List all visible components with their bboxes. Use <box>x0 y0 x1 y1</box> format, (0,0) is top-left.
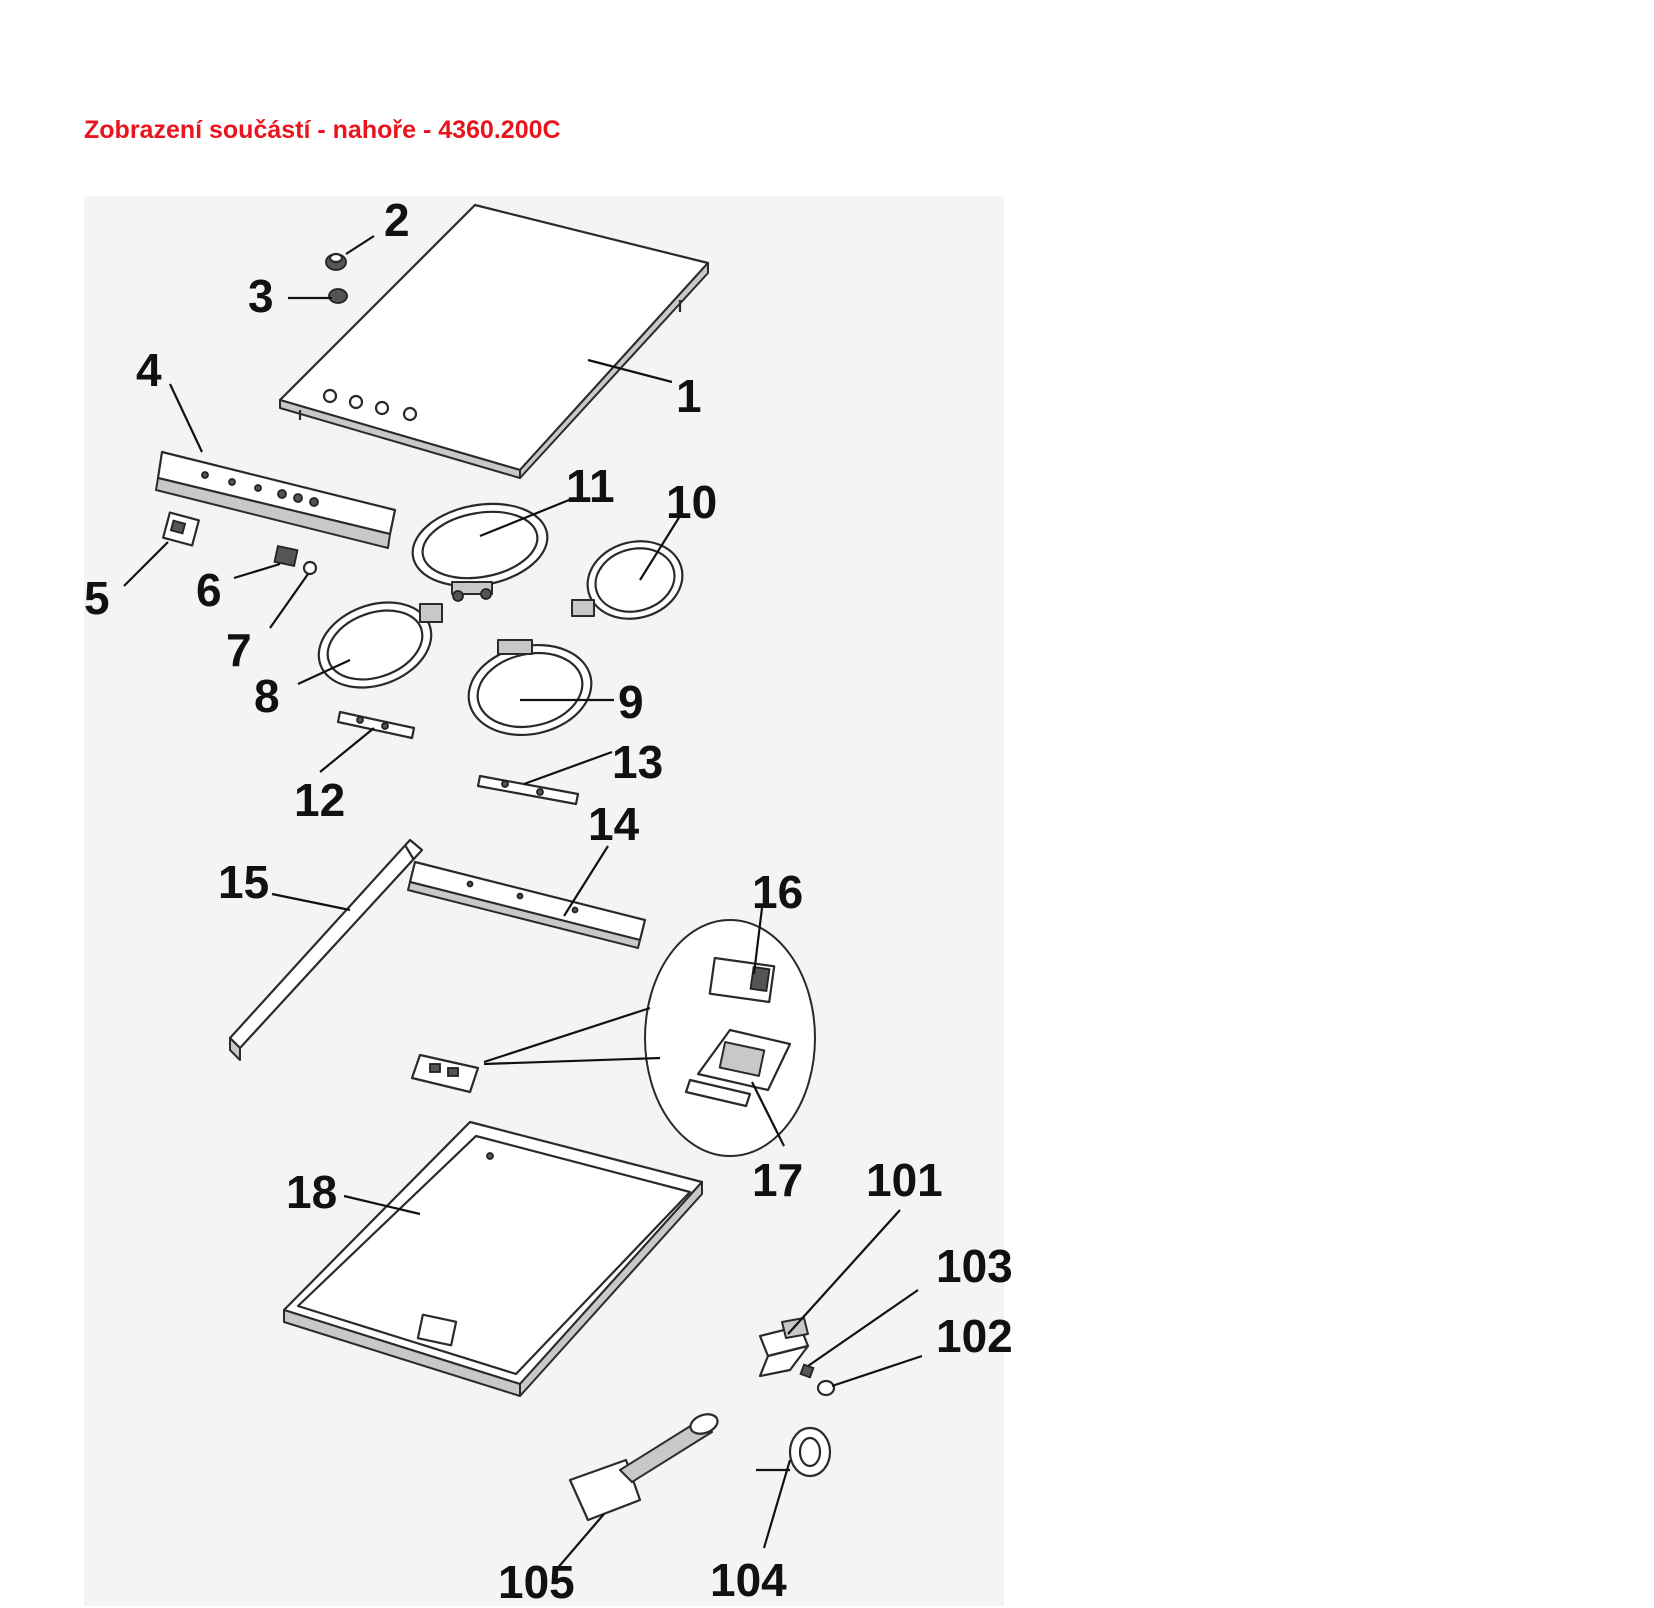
part-17-circuit-board <box>684 1028 792 1108</box>
part-102-screw <box>816 1379 836 1397</box>
part-15-side-rail <box>228 838 424 1061</box>
leader-12 <box>319 727 375 773</box>
part-3-knob-cap <box>328 288 348 304</box>
callout-18: 18 <box>286 1166 337 1218</box>
leader-4 <box>169 383 203 453</box>
callout-8: 8 <box>254 670 280 722</box>
callout-labels: 1 2 3 4 5 6 7 8 9 10 11 12 13 14 15 16 1… <box>84 194 1013 1608</box>
callout-1: 1 <box>676 370 702 422</box>
callout-10: 10 <box>666 476 717 528</box>
part-103-nut <box>799 1363 815 1379</box>
callout-7: 7 <box>226 624 252 676</box>
leader-104 <box>762 1459 792 1549</box>
callout-2: 2 <box>384 194 410 246</box>
leader-13 <box>523 750 613 786</box>
part-104-seal-ring <box>756 1426 832 1478</box>
part-11-heating-element <box>411 502 549 602</box>
part-16-relay <box>708 956 776 1004</box>
callout-4: 4 <box>136 344 162 396</box>
leader-lines <box>123 235 923 1571</box>
callout-102: 102 <box>936 1310 1013 1362</box>
part-105-scraper <box>568 1413 719 1522</box>
callout-14: 14 <box>588 798 640 850</box>
leader-2 <box>345 235 375 255</box>
detail-magnifier <box>483 919 816 1157</box>
leader-102 <box>831 1354 923 1388</box>
leader-7 <box>269 573 309 629</box>
part-8-heating-element <box>317 601 443 689</box>
part-1-cooktop-plate <box>278 203 710 479</box>
part-13-bracket <box>476 774 580 806</box>
leader-101 <box>787 1209 901 1335</box>
callout-105: 105 <box>498 1556 575 1608</box>
callout-5: 5 <box>84 572 110 624</box>
leader-15 <box>271 892 351 912</box>
leader-11 <box>479 496 575 538</box>
callout-17: 17 <box>752 1154 803 1206</box>
callout-9: 9 <box>618 676 644 728</box>
part-14-rail <box>407 860 647 949</box>
callout-6: 6 <box>196 564 222 616</box>
leader-18 <box>343 1194 421 1216</box>
callout-3: 3 <box>248 270 274 322</box>
part-9-heating-element <box>467 639 593 737</box>
page-title: Zobrazení součástí - nahoře - 4360.200C <box>84 116 561 144</box>
callout-16: 16 <box>752 866 803 918</box>
part-12-bracket <box>336 710 416 740</box>
leader-16 <box>752 907 764 975</box>
leader-5 <box>123 541 169 587</box>
callout-13: 13 <box>612 736 663 788</box>
callout-12: 12 <box>294 774 345 826</box>
part-4-control-panel <box>155 450 397 549</box>
part-6-connector <box>273 545 299 567</box>
leader-17 <box>751 1081 785 1147</box>
callout-104: 104 <box>710 1554 787 1606</box>
part-7-indicator-light <box>302 560 318 576</box>
callout-15: 15 <box>218 856 269 908</box>
callout-11: 11 <box>566 460 615 512</box>
leader-8 <box>297 659 351 685</box>
leader-103 <box>807 1289 919 1367</box>
part-17-circuit-board-small <box>410 1053 480 1094</box>
part-5-switch <box>162 511 200 547</box>
part-101-bracket-clip <box>758 1317 810 1378</box>
callout-103: 103 <box>936 1240 1013 1292</box>
part-2-knob <box>325 252 347 271</box>
leader-14 <box>563 845 609 917</box>
part-18-bottom-tray <box>282 1120 704 1397</box>
leader-105 <box>555 1513 605 1571</box>
leader-1 <box>587 358 673 384</box>
leader-6 <box>233 562 281 580</box>
part-10-heating-element <box>571 540 684 620</box>
leader-10 <box>639 515 681 581</box>
callout-101: 101 <box>866 1154 943 1206</box>
